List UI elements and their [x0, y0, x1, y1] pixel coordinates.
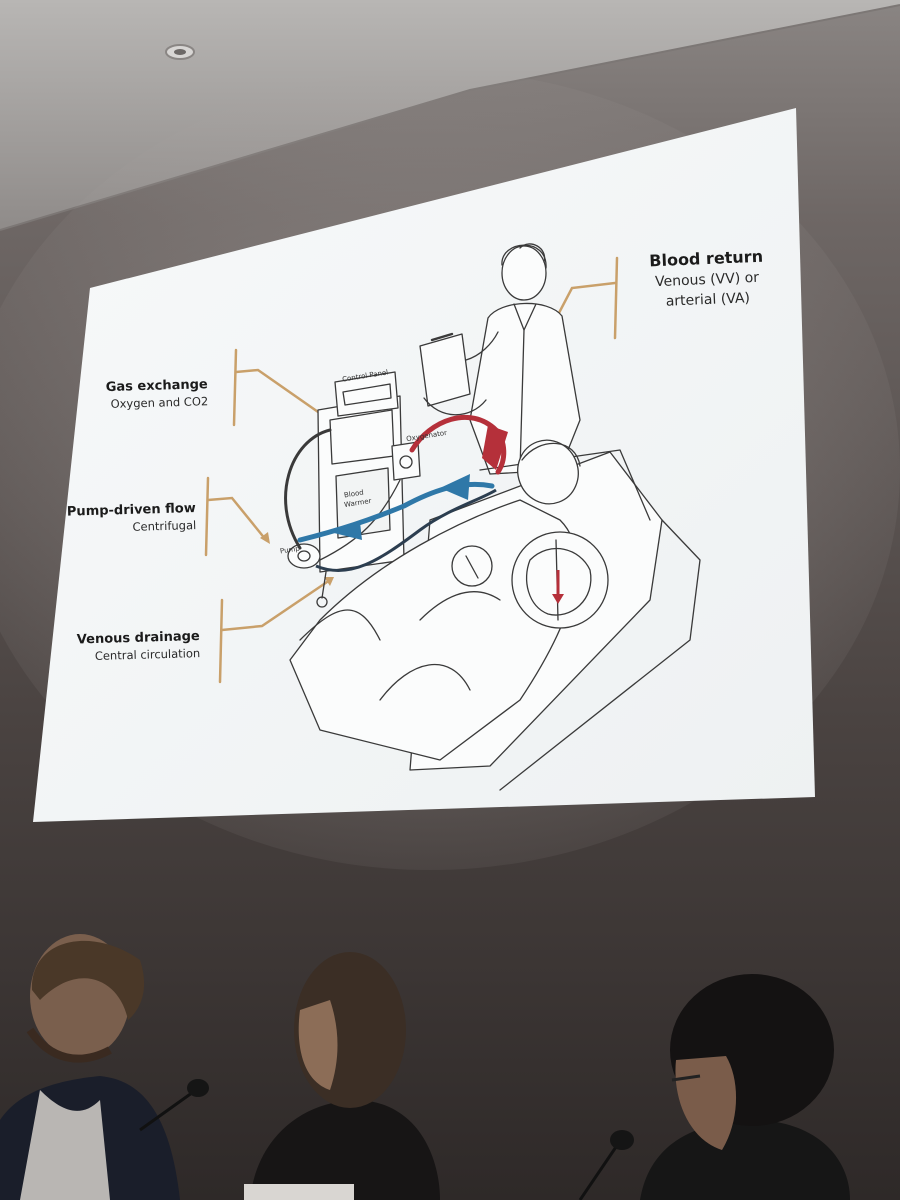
nurse-head [501, 245, 547, 301]
heart-inset-arrow [552, 594, 564, 604]
audience-person-right-face [675, 1056, 737, 1150]
nurse-arm [465, 331, 499, 361]
control-panel-box [334, 371, 399, 417]
control-panel-screen [342, 383, 392, 406]
audience-person-left-hair [31, 940, 145, 1020]
patient-arm [299, 609, 381, 641]
audience-paper [244, 1184, 354, 1200]
audience-person-right-body [640, 1120, 850, 1200]
audience [0, 934, 850, 1200]
ceiling-light-center [174, 49, 186, 55]
audience-person-left-shirt [20, 1090, 110, 1200]
microphone-left-stem [139, 1088, 197, 1132]
microphone-right-stem [578, 1143, 620, 1200]
label-gas-exchange: Gas exchange Oxygen and CO2 [80, 376, 209, 413]
outflow-arrow [482, 425, 508, 470]
cart-wheel [316, 596, 328, 608]
nurse-hair-bun [519, 243, 546, 263]
circuit-tube-loop [284, 428, 332, 550]
audience-person-middle-face [298, 1000, 338, 1090]
blood-warmer-unit [335, 467, 391, 539]
return-arrow [440, 474, 470, 500]
ecmo-illustration [284, 243, 701, 791]
projection-slide [33, 108, 815, 822]
ceiling [0, 0, 900, 230]
microphone-right [610, 1130, 634, 1150]
label-venous-drainage: Venous drainage Central circulation [60, 628, 201, 665]
oxygenator-port [399, 455, 413, 469]
clipboard [419, 333, 471, 407]
pump-housing [287, 543, 321, 569]
label-blood-return: Blood return Venous (VV) or arterial (VA… [631, 245, 783, 313]
patient-head [517, 439, 579, 505]
microphone-left [187, 1079, 209, 1097]
venous-drainage-tube [315, 488, 497, 572]
audience-person-left-beard [26, 1027, 112, 1063]
patient-hair [521, 442, 581, 467]
patient-blanket-fold [379, 663, 471, 701]
pump-flow-arrow [330, 522, 362, 540]
audience-person-right-glasses [671, 1074, 701, 1082]
audience-person-middle-body [250, 1100, 440, 1200]
pump-rotor [297, 550, 311, 562]
nurse-arm-lower [423, 397, 487, 416]
circuit-tube-internal [319, 479, 401, 561]
heart-cannula-inset [511, 531, 609, 629]
patient-gown-fold [419, 591, 501, 621]
heart-outline [526, 547, 592, 616]
bed-frame [499, 519, 701, 791]
label-pump-driven-flow: Pump-driven flow Centrifugal [58, 500, 197, 537]
patient-body [289, 499, 578, 761]
